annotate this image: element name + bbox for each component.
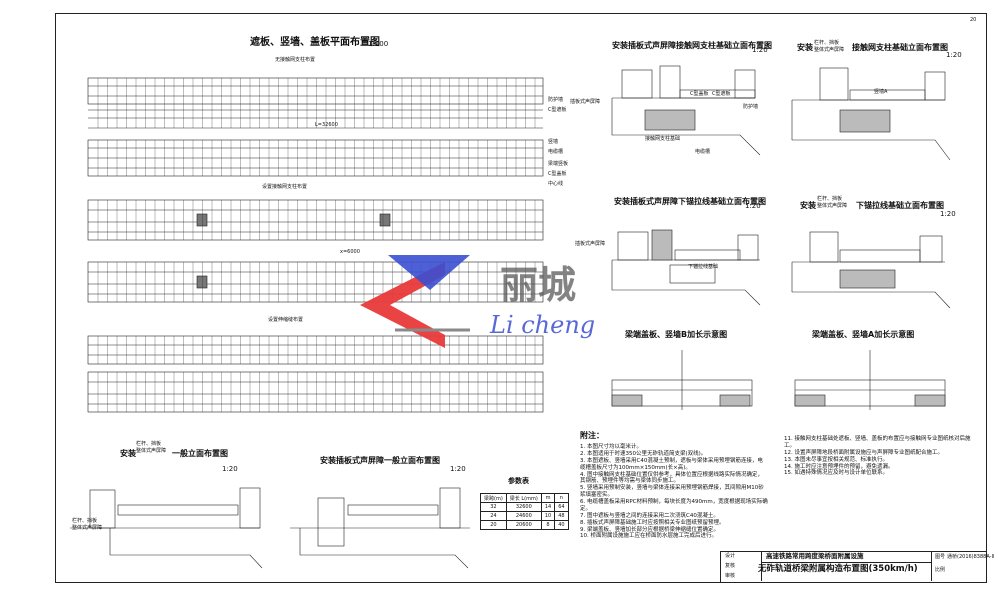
- plan-strip-4: [87, 261, 544, 303]
- note-item: 13. 本图未尽事宜按相关规范、标准执行。: [784, 456, 888, 463]
- side-label-3: 竖墙: [548, 139, 559, 145]
- label-c-cover: C型盖板: [690, 91, 709, 97]
- note-item: 15. 如遇特殊情况应及时与设计单位联系。: [784, 470, 888, 477]
- main-plan-title: 遮板、竖墙、盖板平面布置图: [250, 37, 380, 48]
- note-item: 4. 图中接触网支柱基础位置仅供参考，具体位置应根据线路实际情况确定，其钢筋、预…: [580, 471, 763, 485]
- view-scale-1: 1:20: [752, 46, 768, 54]
- label-vertical-wall: 竖墙A: [874, 89, 888, 95]
- view-title-top-right-pre: 安装: [797, 43, 813, 52]
- note-item: 10. 桥面附属设施施工应在桥面防水层施工完成后进行。: [580, 533, 717, 540]
- plan-dim-total: L=32600: [315, 122, 338, 128]
- plan-label-expansion: 设置伸缩缝布置: [268, 317, 304, 323]
- view-title-top-right: 接触网支柱基础立面布置图: [852, 43, 948, 52]
- tb-drawing-no: 通桥(2016)8388A-Ⅱ: [947, 554, 994, 560]
- note-item: 11. 接触网支柱基础处遮板、竖墙、盖板的布置应与接触网专业图纸核对后施工。: [784, 436, 971, 449]
- notes-right: 11. 接触网支柱基础处遮板、竖墙、盖板的布置应与接触网专业图纸核对后施工。 1…: [784, 436, 974, 477]
- notes-left: 1. 本图尺寸均以毫米计。 2. 本图适用于时速350公里无砟轨道简支梁(双线)…: [580, 444, 768, 540]
- plan-dim-sub: x=6000: [340, 249, 360, 255]
- note-item: 5. 竖墙采用预制安装，竖墙与梁体连接采用预埋钢筋焊接，其间隙用M10砂浆填塞密…: [580, 485, 764, 499]
- tb-drawing-no-label: 图号: [935, 554, 946, 560]
- sketch-b: [611, 350, 753, 410]
- view-title-lower-left: 梁端盖板、竖墙B加长示意图: [625, 330, 728, 339]
- plan-label-no-support: 无接触网支柱布置: [275, 57, 316, 63]
- params-table: 梁跨(m) 梁长 L(mm) m n 32 32600 14 64 24 246…: [480, 493, 569, 530]
- view-title-bottom-mid: 安装插板式声屏障一般立面布置图: [320, 456, 440, 465]
- plan-strip-5: [87, 335, 544, 413]
- label-railing: 栏杆、挡板 整体式声屏障: [72, 518, 103, 531]
- view-title-mid-right-pre2: 栏杆、挡板 整体式声屏障: [817, 196, 848, 209]
- view-scale-3: 1:20: [745, 202, 761, 210]
- notes-title: 附注：: [580, 431, 604, 440]
- tb-sheet-label: 比例: [935, 567, 946, 573]
- plan-strip-3: [87, 199, 544, 241]
- side-label-5: 梁端竖板: [548, 161, 569, 167]
- params-title: 参数表: [508, 477, 529, 485]
- view-scale-2: 1:20: [946, 51, 962, 59]
- view-scale-5: 1:20: [222, 465, 238, 473]
- sketch-a: [794, 350, 946, 410]
- note-item: 3. 本图遮板、竖墙采用C40混凝土预制，遮板与梁体采用预埋钢筋连接，电缆槽盖板…: [580, 457, 763, 471]
- label-sound-barrier-1: 插板式声屏障: [570, 99, 601, 105]
- view-title-mid-left: 安装插板式声屏障下锚拉线基础立面布置图: [614, 197, 766, 206]
- title-block: [720, 551, 986, 582]
- note-item: 7. 图中遮板与竖墙之间的连接采用二次浇筑C40混凝土。: [580, 512, 719, 519]
- label-anchor-base: 下锚拉线基础: [688, 264, 719, 270]
- watermark-cn-text: 丽城: [500, 263, 577, 307]
- side-label-6: C型盖板: [548, 171, 567, 177]
- view-title-mid-right: 下锚拉线基础立面布置图: [856, 201, 944, 210]
- elevation-mid-right: [791, 231, 951, 309]
- label-protect-wall: 防护墙: [743, 104, 759, 110]
- elevation-bottom-left: [70, 487, 263, 569]
- note-item: 9. 梁端盖板、竖墙加长部分应根据桥梁伸缩缝位置确定。: [580, 526, 719, 533]
- view-title-top-right-pre2: 栏杆、挡板 整体式声屏障: [814, 40, 845, 53]
- side-label-1: 防护墙: [548, 97, 564, 103]
- view-title-bottom-left: 一般立面布置图: [172, 449, 228, 458]
- note-item: 12. 设置声屏障地段桥面附属设施应与声屏障专业图纸配合施工。: [784, 449, 943, 456]
- note-item: 8. 插板式声屏障基础施工时应按照相关专业图纸预留预埋。: [580, 519, 725, 526]
- note-item: 14. 施工时应注意预埋件的预留，避免遗漏。: [784, 463, 894, 470]
- view-scale-6: 1:20: [450, 465, 466, 473]
- drawing-frame: [55, 13, 987, 583]
- tb-review: 审核: [725, 573, 736, 579]
- table-row: 24 24600 10 48: [480, 511, 569, 521]
- note-item: 1. 本图尺寸均以毫米计。: [580, 444, 642, 450]
- tb-drawing-title: 无砟轨道桥梁附属构造布置图(350km/h): [758, 564, 918, 574]
- label-sound-barrier-2: 插板式声屏障: [575, 241, 606, 247]
- main-plan-scale: 1:100: [368, 40, 389, 48]
- view-title-mid-right-pre: 安装: [800, 201, 816, 210]
- view-title-top-left: 安装插板式声屏障接触网支柱基础立面布置图: [612, 41, 772, 50]
- side-label-4: 电缆槽: [548, 149, 564, 155]
- label-cable-trough: 电缆槽: [695, 149, 711, 155]
- plan-strip-2: [87, 139, 544, 177]
- view-scale-4: 1:20: [940, 210, 956, 218]
- table-row: 20 20600 8 40: [480, 520, 569, 530]
- elevation-top-left: [611, 65, 761, 156]
- note-item: 6. 电缆槽盖板采用RPC材料预制，每块长度为490mm，宽度根据现场实际确定。: [580, 499, 768, 512]
- elevation-bottom-mid: [290, 487, 470, 569]
- note-item: 2. 本图适用于时速350公里无砟轨道简支梁(双线)。: [580, 450, 707, 457]
- page-number: 20: [970, 17, 977, 23]
- view-title-lower-right: 梁端盖板、竖墙A加长示意图: [812, 330, 915, 339]
- label-c-board: C型遮板: [712, 91, 731, 97]
- side-label-7: 中心线: [548, 181, 564, 187]
- plan-label-with-support: 设置接触网支柱布置: [262, 184, 308, 190]
- label-support-base: 接触网支柱基础: [645, 136, 681, 142]
- side-label-2: C型遮板: [548, 107, 567, 113]
- view-title-bottom-left-pre2: 栏杆、挡板 整体式声屏障: [136, 441, 167, 454]
- view-title-bottom-left-pre: 安装: [120, 449, 136, 458]
- tb-project: 高速铁路常用跨度梁桥面附属设施: [766, 552, 864, 560]
- tb-check: 复核: [725, 563, 736, 569]
- elevation-top-right: [791, 67, 951, 161]
- table-cell: 40: [554, 520, 569, 530]
- watermark-en-text: Li cheng: [490, 311, 596, 339]
- plan-strip-1: [87, 77, 544, 129]
- elevation-mid-left: [611, 229, 761, 306]
- tb-design: 设计: [725, 553, 736, 559]
